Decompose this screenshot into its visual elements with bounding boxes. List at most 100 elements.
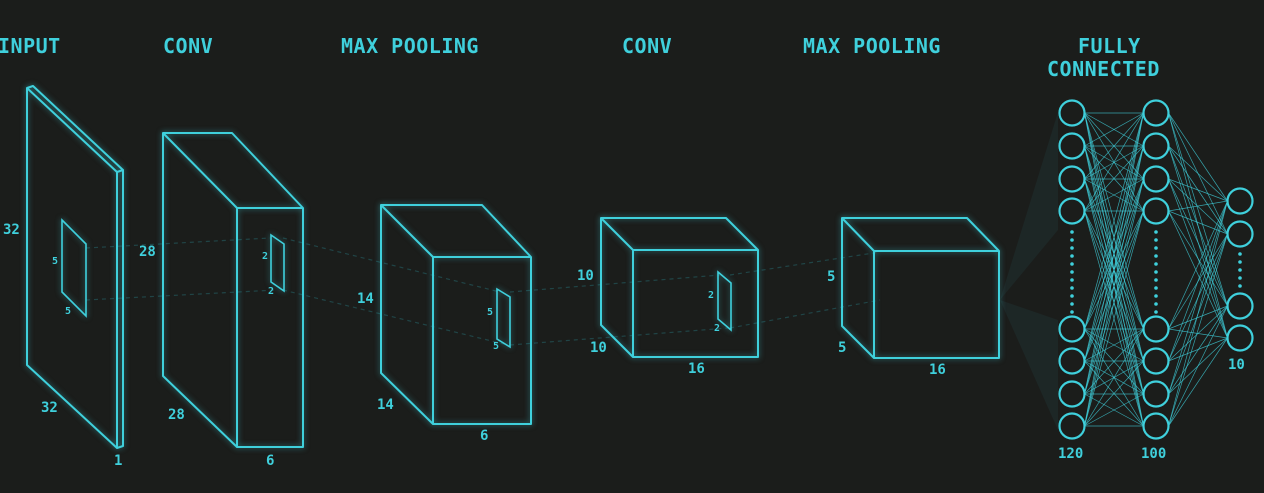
pool1-kernel-w-label: 5 [493, 341, 499, 352]
fc-edge-1-2 [1084, 112, 1144, 427]
fc-edge-2-3 [1168, 112, 1228, 202]
fc-edge-2-3 [1168, 200, 1228, 330]
header-fully-connected-line1: FULLY [1078, 34, 1141, 58]
fc-ellipsis-dot-layer3 [1238, 268, 1242, 272]
fc-node-layer1 [1058, 315, 1086, 343]
fc-node-layer1 [1058, 412, 1086, 440]
fc-layer1-size-label: 120 [1058, 446, 1083, 462]
pool2-layer-volume [841, 217, 1000, 359]
fc-edge-1-2 [1084, 145, 1144, 212]
fc-ellipsis-dot-layer1 [1070, 310, 1074, 314]
input-layer-volume [26, 85, 124, 449]
pool1-width-label: 14 [377, 397, 394, 413]
fc-edge-1-2 [1084, 178, 1144, 427]
conv1-width-label: 28 [168, 407, 185, 423]
fc-edges [1084, 112, 1228, 427]
conv1-kernel-w-label: 2 [268, 286, 274, 297]
fc-ellipsis-dots [1070, 230, 1242, 314]
conv2-width-label: 10 [590, 340, 607, 356]
pool1-kernel-window [496, 287, 511, 349]
pool1-depth-label: 6 [480, 428, 488, 444]
fc-glow-upper [1000, 112, 1058, 300]
header-max-pooling-2: MAX POOLING [803, 34, 941, 58]
pool1-kernel-h-label: 5 [487, 307, 493, 318]
fc-edge-2-3 [1168, 305, 1228, 330]
header-max-pooling-1: MAX POOLING [341, 34, 479, 58]
fc-edge-1-2 [1084, 112, 1144, 212]
fc-ellipsis-dot-layer2 [1154, 270, 1158, 274]
fc-edge-2-3 [1168, 178, 1228, 307]
fc-node-layer2 [1142, 165, 1170, 193]
fc-edge-2-3 [1168, 200, 1228, 212]
conv2-kernel-w-label: 2 [714, 323, 720, 334]
input-kernel-h-label: 5 [52, 256, 58, 267]
fc-ellipsis-dot-layer1 [1070, 238, 1074, 242]
fc-edge-2-3 [1168, 210, 1228, 339]
fc-ellipsis-dot-layer1 [1070, 262, 1074, 266]
pool2-height-label: 5 [827, 269, 835, 285]
input-width-label: 32 [41, 400, 58, 416]
pool1-layer-volume [380, 204, 532, 425]
fc-node-layer3 [1226, 292, 1254, 320]
fc-node-layer1 [1058, 132, 1086, 160]
fc-edge-1-2 [1084, 210, 1144, 427]
fc-ellipsis-dot-layer2 [1154, 254, 1158, 258]
conv2-kernel-h-label: 2 [708, 290, 714, 301]
fc-ellipsis-dot-layer1 [1070, 278, 1074, 282]
fc-edge-2-3 [1168, 305, 1228, 362]
conv2-layer-volume [600, 217, 759, 358]
kernel-connections [85, 237, 881, 346]
fc-edge-2-3 [1168, 112, 1228, 307]
fc-node-layer1 [1058, 99, 1086, 127]
fc-edge-1-2 [1084, 112, 1144, 395]
fc-node-layer3 [1226, 324, 1254, 352]
input-kernel-w-label: 5 [65, 306, 71, 317]
fc-edge-2-3 [1168, 145, 1228, 307]
fc-ellipsis-dot-layer1 [1070, 270, 1074, 274]
fc-node-layer1 [1058, 197, 1086, 225]
fc-ellipsis-dot-layer2 [1154, 230, 1158, 234]
fc-edge-2-3 [1168, 337, 1228, 427]
fc-ellipsis-dot-layer2 [1154, 246, 1158, 250]
fc-ellipsis-dot-layer2 [1154, 294, 1158, 298]
fc-edge-2-3 [1168, 200, 1228, 395]
fc-edge-2-3 [1168, 305, 1228, 427]
fc-node-layer1 [1058, 165, 1086, 193]
fc-edge-1-2 [1084, 328, 1144, 362]
fc-layer2-size-label: 100 [1141, 446, 1166, 462]
fc-glow-lower [1000, 300, 1058, 430]
fc-ellipsis-dot-layer3 [1238, 260, 1242, 264]
fc-nodes [1058, 99, 1254, 440]
input-height-label: 32 [3, 222, 20, 238]
fc-edge-1-2 [1084, 178, 1144, 212]
fc-ellipsis-dot-layer3 [1238, 276, 1242, 280]
fc-ellipsis-dot-layer1 [1070, 254, 1074, 258]
fc-edge-1-2 [1084, 328, 1144, 427]
fc-node-layer2 [1142, 412, 1170, 440]
fc-edge-2-3 [1168, 178, 1228, 235]
pool2-width-label: 5 [838, 340, 846, 356]
fc-edge-1-2 [1084, 328, 1144, 395]
header-input: INPUT [0, 34, 61, 58]
conv2-kernel-window [717, 270, 732, 332]
fc-edge-1-2 [1084, 112, 1144, 147]
fc-edge-1-2 [1084, 360, 1144, 427]
fc-edge-1-2 [1084, 112, 1144, 330]
fc-edge-2-3 [1168, 305, 1228, 395]
pool2-depth-label: 16 [929, 362, 946, 378]
conv1-kernel-h-label: 2 [262, 251, 268, 262]
conv1-height-label: 28 [139, 244, 156, 260]
fc-node-layer3 [1226, 187, 1254, 215]
fc-node-layer1 [1058, 347, 1086, 375]
fc-edge-1-2 [1084, 112, 1144, 180]
fc-edge-2-3 [1168, 200, 1228, 362]
fc-ellipsis-dot-layer1 [1070, 286, 1074, 290]
fc-ellipsis-dot-layer1 [1070, 294, 1074, 298]
fc-ellipsis-dot-layer1 [1070, 230, 1074, 234]
fc-edge-1-2 [1084, 112, 1144, 362]
conv2-height-label: 10 [577, 268, 594, 284]
conv1-kernel-window [270, 233, 285, 293]
fc-ellipsis-dot-layer2 [1154, 278, 1158, 282]
